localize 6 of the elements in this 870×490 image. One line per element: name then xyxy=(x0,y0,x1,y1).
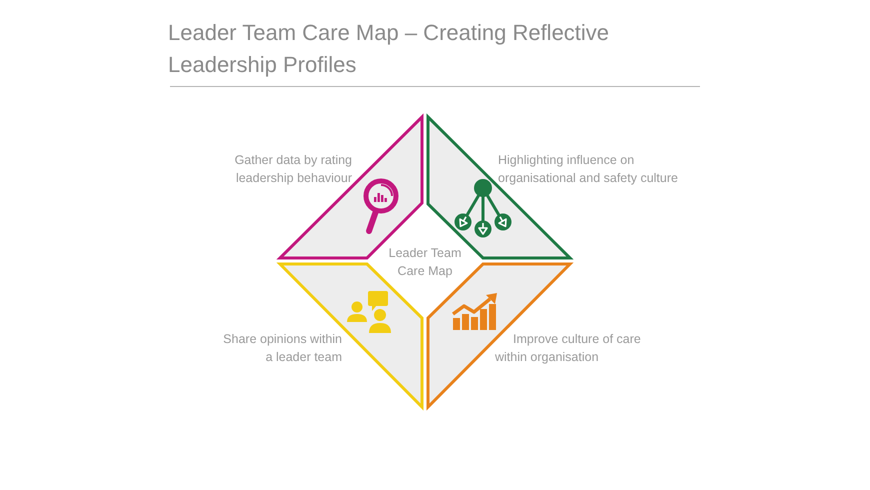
caption-text: Improve culture of care within organisation xyxy=(495,331,642,366)
caption-text: Highlighting influence on organisational and safety culture xyxy=(498,152,679,187)
caption-text: Gather data by rating leadership behaviour xyxy=(234,152,352,187)
center-label: Leader Team Care Map xyxy=(388,245,462,280)
title: Leader Team Care Map – Creating Reflective Leadership Profiles xyxy=(168,19,610,79)
caption-text: Share opinions within a leader team xyxy=(222,331,342,366)
